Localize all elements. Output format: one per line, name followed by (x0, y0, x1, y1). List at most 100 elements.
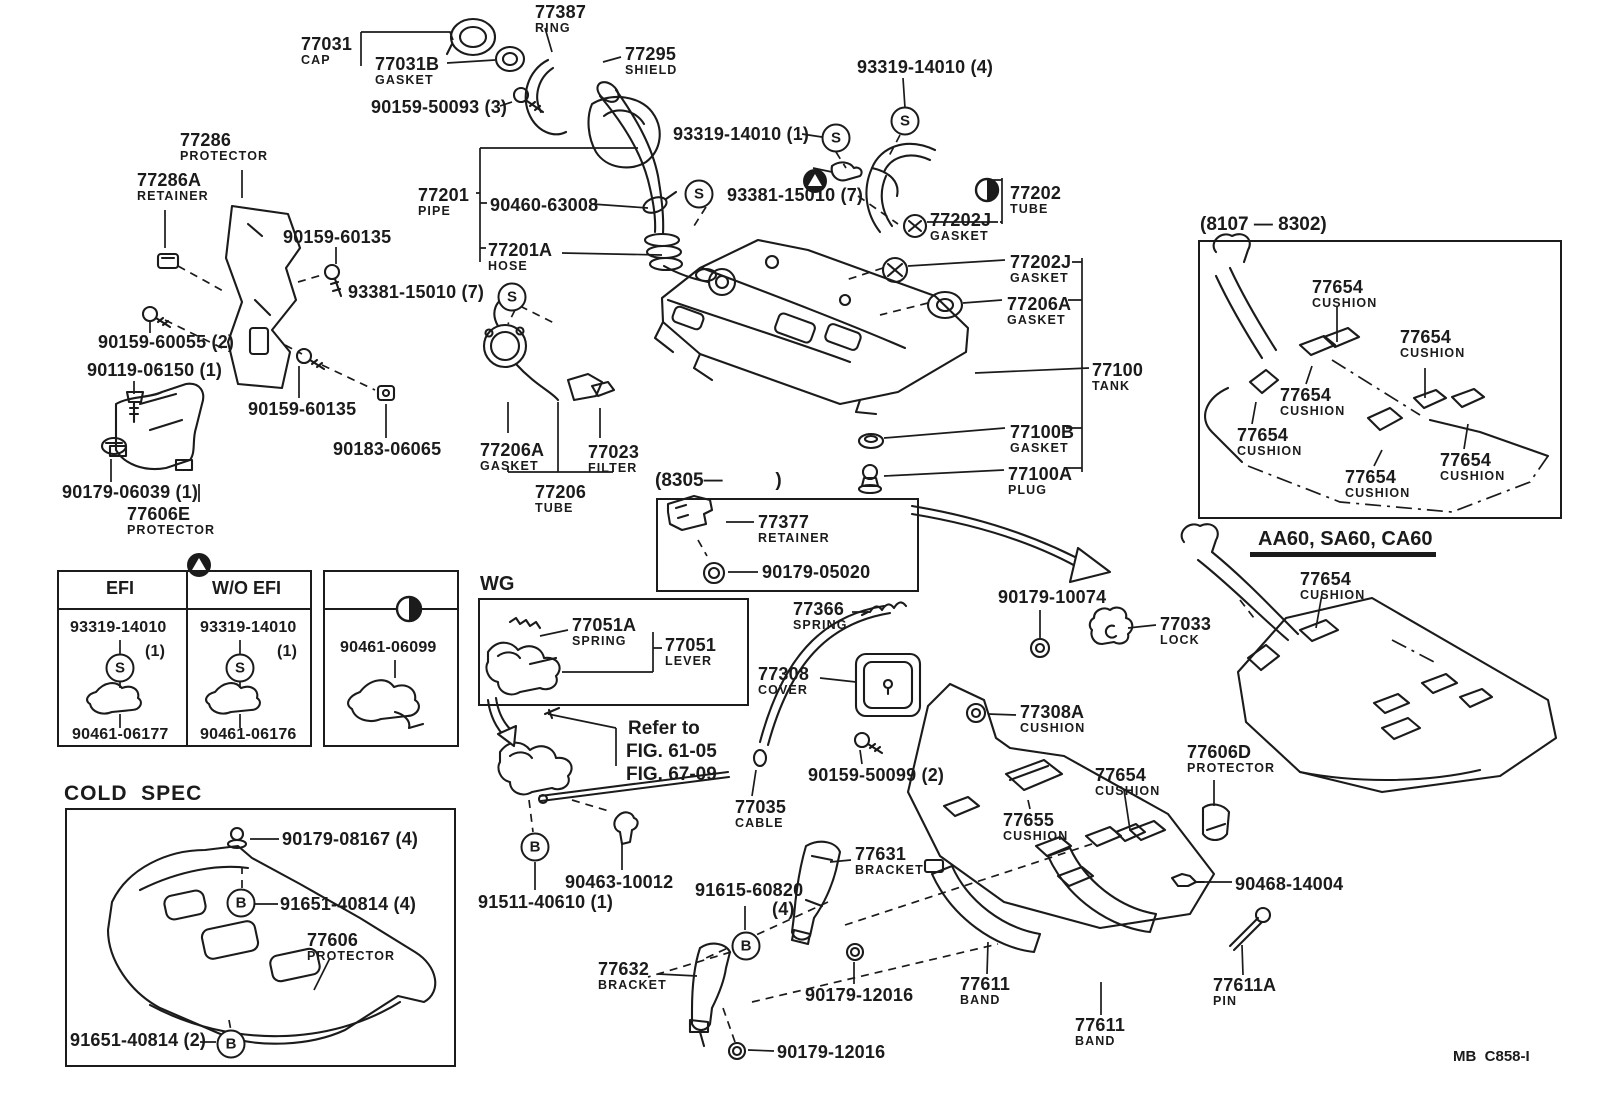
s-marker: S (225, 653, 255, 683)
wo-efi-clamp-part: 90461-06176 (200, 726, 297, 743)
efi-column-header: EFI (106, 578, 135, 598)
b-marker: B (226, 888, 256, 918)
wg-lever-art (485, 616, 561, 696)
part-label-90159-60135-lower: 90159-60135 (248, 399, 357, 419)
release-lever-art (497, 706, 731, 805)
cold-spec-box (65, 808, 456, 1067)
refer-fig-67-09: FIG. 67-09 (626, 764, 717, 785)
bracket-77632-art (688, 942, 732, 1048)
shade-clamp-part: 90461-06099 (340, 639, 437, 656)
s-marker: S (684, 179, 714, 209)
refer-title: Refer to (628, 718, 700, 739)
sender-gauge-art (482, 288, 616, 402)
efi-table-column-divider (186, 572, 188, 745)
part-label-93319-14010-4: 93319-14010 (4) (857, 57, 994, 77)
shade-box-header-divider (325, 608, 457, 610)
s-marker: S (105, 653, 135, 683)
s-marker: S (821, 123, 851, 153)
part-label-90159-60055: 90159-60055 (2) (98, 332, 235, 352)
part-label-93319-14010-1: 93319-14010 (1) (673, 124, 810, 144)
part-label-93381-15010-top: 93381-15010 (7) (727, 185, 864, 205)
range-8305-heading: (8305— ) (655, 470, 782, 491)
fuel-cap-art (445, 17, 526, 73)
protector-77286-art (156, 204, 302, 390)
part-label-91651-40814-4: 91651-40814 (4) (280, 894, 417, 914)
part-label-90179-12016-lower: 90179-12016 (777, 1042, 886, 1062)
wo-efi-bolt-part: 93319-14010 (200, 619, 297, 636)
lower-protector-art (906, 682, 1231, 930)
flow-arrows (486, 504, 1112, 748)
protector-8107-art (1203, 233, 1550, 513)
efi-table-header-divider (59, 608, 310, 610)
part-label-90179-10074: 90179-10074 (998, 587, 1107, 607)
wg-box (478, 598, 749, 706)
wo-efi-bolt-qty: (1) (277, 643, 298, 660)
part-label-90159-50099: 90159-50099 (2) (808, 765, 945, 785)
leader-lines (110, 27, 1469, 1052)
part-label-91615-60820: 91615-60820(4) (695, 880, 804, 920)
retainer-8305-box (656, 498, 919, 592)
part-label-90179-12016-upper: 90179-12016 (805, 985, 914, 1005)
part-label-90468-14004: 90468-14004 (1235, 874, 1344, 894)
part-label-90179-05020: 90179-05020 (762, 562, 871, 582)
bracket-77631-art (790, 840, 842, 946)
aa60-underline (1250, 552, 1436, 557)
misc-nuts-art (226, 637, 1206, 1061)
dashed-lines (164, 134, 1096, 1043)
s-marker: S (890, 106, 920, 136)
fuel-tank-art (653, 238, 970, 416)
part-label-90159-60135-upper: 90159-60135 (283, 227, 392, 247)
cold-spec-heading: COLD SPEC (64, 782, 203, 805)
cold-spec-protector-art (106, 844, 437, 1045)
breather-tube-art (865, 142, 937, 239)
part-label-93381-15010-left: 93381-15010 (7) (348, 282, 485, 302)
refer-fig-61-05: FIG. 61-05 (626, 741, 717, 762)
protector-77606E-art (108, 382, 205, 472)
part-label-90463-10012: 90463-10012 (565, 872, 674, 892)
tank-bands-art (923, 846, 1272, 954)
part-label-90183-06065: 90183-06065 (333, 439, 442, 459)
part-label-91511-40610: 91511-40610 (1) (478, 892, 614, 912)
shade-variant-box (323, 570, 459, 747)
shield-ring-art (524, 58, 661, 169)
s-marker: S (497, 282, 527, 312)
aa60-heading: AA60, SA60, CA60 (1258, 528, 1433, 550)
b-marker: B (216, 1029, 246, 1059)
range-8107-heading: (8107 — 8302) (1200, 214, 1327, 235)
range-8107-box (1198, 240, 1562, 519)
efi-clamp-part: 90461-06177 (72, 726, 169, 743)
protector-aa60-art (1180, 523, 1558, 794)
part-label-90119-06150: 90119-06150 (1) (87, 360, 223, 380)
